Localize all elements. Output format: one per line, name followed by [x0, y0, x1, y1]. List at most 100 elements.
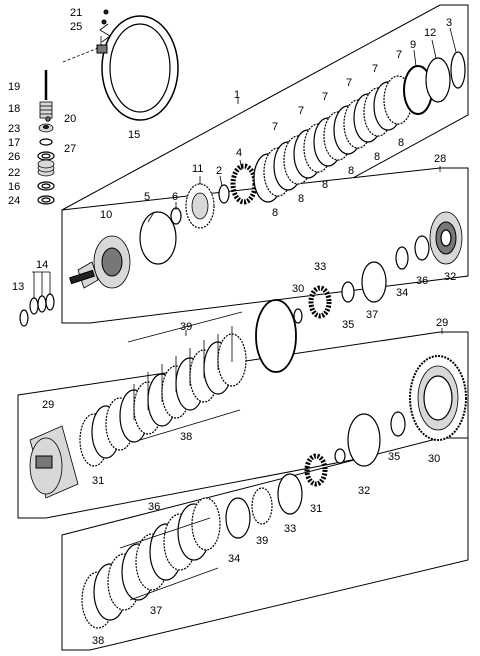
callout-7f: 7 — [396, 49, 402, 61]
washer-16 — [37, 181, 55, 191]
callout-21: 21 — [70, 7, 82, 19]
callout-18: 18 — [8, 103, 20, 115]
callout-33a: 33 — [314, 261, 326, 273]
bearing-31 — [304, 453, 328, 487]
callout-29a: 29 — [436, 317, 448, 329]
callout-8a: 8 — [272, 207, 278, 219]
callout-35b: 35 — [388, 451, 400, 463]
ball-20 — [45, 116, 51, 122]
ring-30a — [293, 308, 303, 324]
drum-29-left — [29, 425, 79, 499]
ring-12 — [425, 57, 451, 103]
callout-29b: 29 — [42, 399, 54, 411]
callout-8e: 8 — [374, 151, 380, 163]
callout-32b: 32 — [358, 485, 370, 497]
callout-7b: 7 — [298, 105, 304, 117]
callout-36b: 36 — [148, 501, 160, 513]
callout-37b: 37 — [150, 605, 162, 617]
spring-18 — [39, 101, 53, 119]
clutch-stack-37-38 — [81, 497, 221, 629]
callout-34a: 34 — [396, 287, 408, 299]
callout-8f: 8 — [398, 137, 404, 149]
callout-4: 4 — [236, 147, 242, 159]
callout-11: 11 — [192, 163, 203, 175]
callout-39a: 39 — [180, 321, 192, 333]
callout-5: 5 — [144, 191, 150, 203]
callout-8d: 8 — [348, 165, 354, 177]
band-assembly — [96, 15, 179, 121]
ring-2 — [218, 184, 230, 204]
callout-7c: 7 — [322, 91, 328, 103]
ring-33 — [277, 473, 303, 515]
spring-22 — [37, 159, 55, 177]
callout-15: 15 — [128, 129, 140, 141]
plate-large-39 — [255, 299, 297, 373]
callout-7d: 7 — [346, 77, 352, 89]
callout-35a: 35 — [342, 319, 354, 331]
callout-13: 13 — [12, 281, 24, 293]
callout-31b: 31 — [310, 503, 322, 515]
ring-39-lower — [251, 487, 273, 525]
clutch-stack-7-8 — [253, 75, 413, 203]
snap-ring-37a — [361, 261, 387, 303]
ring-35b — [390, 411, 406, 437]
callout-38b: 38 — [92, 635, 104, 647]
seal-23 — [38, 123, 54, 133]
callout-8c: 8 — [322, 179, 328, 191]
pin-25 — [101, 19, 107, 25]
ring-35a — [341, 281, 355, 303]
ring-36a — [414, 235, 430, 261]
snap-ring-3 — [450, 51, 466, 89]
callout-36a: 36 — [416, 275, 428, 287]
callout-labels: 1 2 3 4 5 6 7 7 7 7 7 7 8 8 8 8 8 8 9 10… — [8, 7, 456, 647]
bearing-33 — [308, 285, 332, 319]
callout-30a: 30 — [292, 283, 304, 295]
callout-7a: 7 — [272, 121, 278, 133]
ring-small-lower — [334, 448, 346, 464]
callout-32a: 32 — [444, 271, 456, 283]
callout-24: 24 — [8, 195, 20, 207]
callout-1: 1 — [234, 89, 240, 101]
leader-lines — [119, 27, 457, 601]
oring-17 — [39, 138, 53, 146]
callout-25: 25 — [70, 21, 82, 33]
callout-28: 28 — [434, 153, 446, 165]
callout-38a: 38 — [180, 431, 192, 443]
callout-33b: 33 — [284, 523, 296, 535]
callout-23: 23 — [8, 123, 20, 135]
callout-10: 10 — [100, 209, 112, 221]
hub-10 — [69, 235, 131, 289]
callout-2: 2 — [216, 165, 222, 177]
clutch-stack-38-39 — [79, 333, 247, 467]
callout-3: 3 — [446, 17, 452, 29]
callout-39b: 39 — [256, 535, 268, 547]
callout-20: 20 — [64, 113, 76, 125]
ring-34a — [395, 246, 409, 270]
callout-37a: 37 — [366, 309, 378, 321]
ring-6 — [170, 207, 182, 225]
drum-30 — [409, 355, 467, 441]
callout-26: 26 — [8, 151, 20, 163]
callout-31a: 31 — [92, 475, 104, 487]
callout-22: 22 — [8, 167, 20, 179]
washer-26 — [37, 151, 55, 161]
callout-27: 27 — [64, 143, 76, 155]
callout-9: 9 — [410, 39, 416, 51]
piston-11 — [185, 183, 215, 229]
ring-34-lower — [225, 497, 251, 539]
snap-rings-13-14 — [19, 293, 55, 327]
callout-30b: 30 — [428, 453, 440, 465]
callout-12: 12 — [424, 27, 436, 39]
callout-14: 14 — [36, 259, 48, 271]
drum-32 — [429, 211, 463, 265]
oring-5 — [139, 211, 177, 265]
callout-16: 16 — [8, 181, 20, 193]
snap-ring-32 — [347, 413, 381, 467]
callout-34b: 34 — [228, 553, 240, 565]
callout-8b: 8 — [298, 193, 304, 205]
callout-7e: 7 — [372, 63, 378, 75]
washer-24 — [37, 195, 55, 205]
callout-6: 6 — [172, 191, 178, 203]
callout-17: 17 — [8, 137, 20, 149]
